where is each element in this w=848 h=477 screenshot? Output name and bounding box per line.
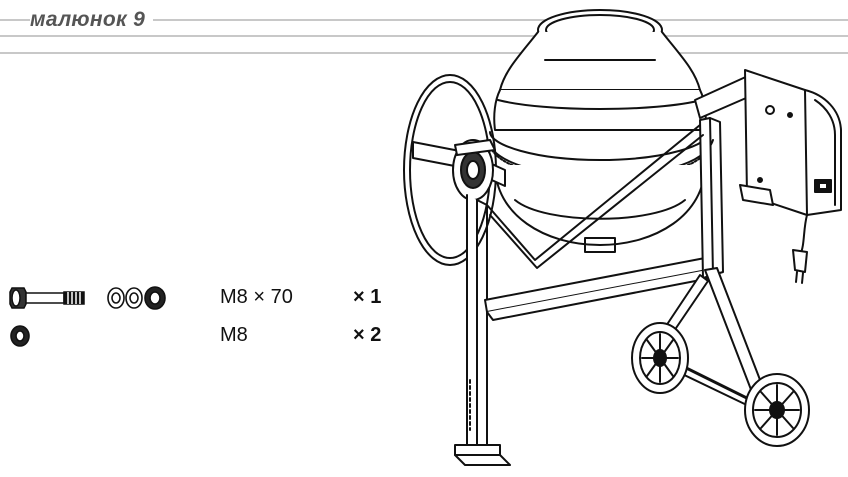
motor-box-icon <box>695 70 841 283</box>
nut-icon <box>144 286 166 310</box>
concrete-mixer-illustration <box>395 0 845 477</box>
wheel-icon <box>632 323 688 393</box>
part-size-bolt-set: M8 × 70 <box>220 286 293 308</box>
bolt-icon <box>9 287 85 309</box>
wheel-icon <box>745 374 809 446</box>
nut-set-icons <box>10 325 30 347</box>
part-size-nut: M8 <box>220 324 248 346</box>
gear-hub-icon <box>453 140 495 200</box>
parts-list: M8 × 70 × 1 M8 × 2 <box>8 284 408 360</box>
washer-icon <box>125 287 143 309</box>
figure-title: малюнок 9 <box>30 8 154 32</box>
drum-icon <box>487 10 713 252</box>
header-rule-bottom <box>0 52 848 54</box>
header-rule-middle <box>0 35 848 37</box>
washer-icon <box>107 287 125 309</box>
part-qty-nut: × 2 <box>353 324 382 346</box>
part-row-bolt-set: M8 × 70 × 1 <box>8 284 408 322</box>
nut-icon <box>10 325 30 347</box>
header-rule-top <box>0 19 848 21</box>
part-row-nut: M8 × 2 <box>8 322 408 360</box>
bolt-set-icons <box>9 286 166 310</box>
part-qty-bolt-set: × 1 <box>353 286 382 308</box>
